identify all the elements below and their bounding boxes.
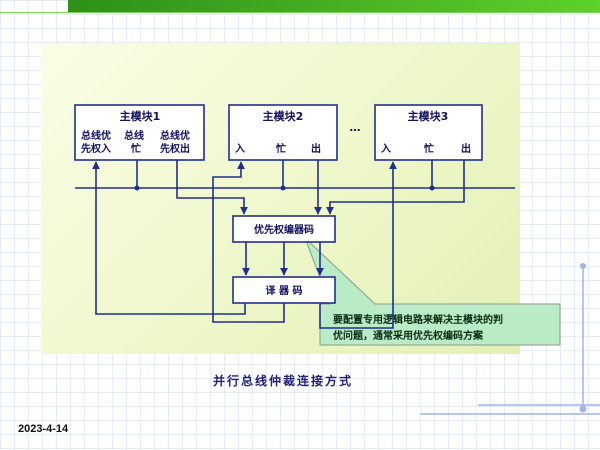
module-3-title: 主模块3 (408, 109, 449, 123)
callout-line-1: 要配置专用逻辑电路来解决主模块的判 (333, 313, 503, 326)
module-2-label-in: 入 (235, 143, 245, 155)
module-1-label-prio-out-1: 总线优 (160, 129, 190, 142)
decor-dot (580, 263, 586, 269)
module-3-label-in: 入 (381, 143, 391, 155)
grant-wire-3 (319, 161, 397, 329)
module-1-label-prio-in-1: 总线优 (81, 129, 111, 142)
diagram-caption: 并行总线仲裁连接方式 (213, 373, 353, 388)
priority-out-wire-1 (176, 160, 248, 215)
module-2-title: 主模块2 (263, 109, 304, 123)
module-ellipsis: … (350, 121, 361, 134)
encoder-label: 优先权编器码 (254, 223, 314, 236)
decoder-label: 译 器 码 (266, 284, 303, 297)
decorative-lines (420, 265, 600, 415)
top-accent-line (0, 12, 600, 13)
module-1-label-prio-in-2: 先权入 (81, 142, 111, 155)
top-accent-bar (68, 0, 600, 13)
junction-dot (429, 185, 435, 191)
module-3-label-out: 出 (461, 142, 471, 155)
module-1-label-busy-2: 忙 (130, 142, 141, 155)
decor-dot (579, 405, 587, 413)
grant-wire-1 (92, 161, 246, 315)
module-1-title: 主模块1 (120, 109, 161, 123)
master-module-3 (374, 104, 483, 161)
module-1-label-prio-out-2: 先权出 (160, 142, 190, 155)
junction-dot (134, 185, 140, 191)
junction-dot (280, 185, 286, 191)
priority-out-wire-3 (326, 160, 465, 215)
callout-line-2: 优问题，通常采用优先权编码方案 (333, 329, 484, 342)
module-2-label-busy: 忙 (275, 142, 286, 155)
module-1-label-busy-1: 总线 (124, 129, 144, 142)
module-2-label-out: 出 (311, 142, 321, 155)
module-3-label-busy: 忙 (423, 142, 434, 155)
callout-shape (304, 237, 561, 346)
slide-date: 2023-4-14 (18, 423, 69, 435)
master-module-1 (74, 104, 205, 161)
grant-wire-2 (212, 161, 285, 323)
